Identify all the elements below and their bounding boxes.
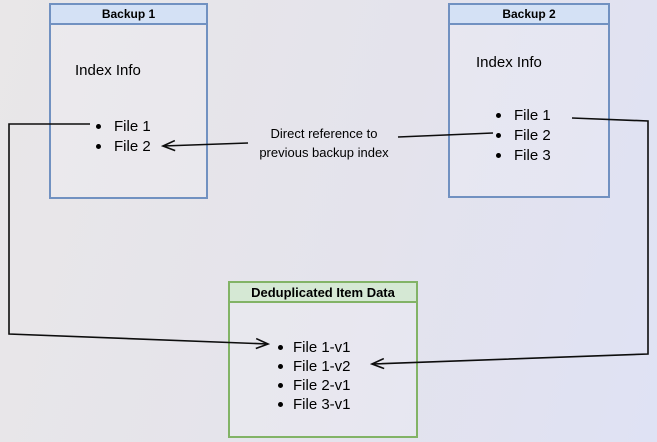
backup2-title: Backup 2 — [502, 7, 556, 21]
list-item: File 2 — [96, 136, 151, 156]
backup2-header: Backup 2 — [450, 5, 608, 25]
dedup-header: Deduplicated Item Data — [230, 283, 416, 303]
backup2-node: Backup 2 — [448, 3, 610, 198]
file-label: File 2 — [514, 126, 551, 144]
bullet-icon — [496, 132, 501, 138]
list-item: File 1 — [96, 116, 151, 136]
file-label: File 2-v1 — [293, 377, 351, 394]
edge-label-line1: Direct reference to — [270, 126, 378, 141]
bullet-icon — [96, 143, 101, 149]
list-item: File 1-v2 — [278, 357, 351, 376]
edge-label-line2: previous backup index — [259, 145, 389, 160]
file-label: File 1-v2 — [293, 358, 351, 375]
backup1-file-list: File 1 File 2 — [96, 116, 151, 156]
list-item: File 1-v1 — [278, 338, 351, 357]
file-label: File 3 — [514, 146, 551, 164]
dedup-file-list: File 1-v1 File 1-v2 File 2-v1 File 3-v1 — [278, 338, 351, 414]
file-label: File 3-v1 — [293, 396, 351, 413]
list-item: File 1 — [496, 105, 551, 125]
file-label: File 2 — [114, 137, 151, 155]
list-item: File 2 — [496, 125, 551, 145]
bullet-icon — [278, 345, 283, 350]
backup1-node: Backup 1 — [49, 3, 208, 199]
bullet-icon — [96, 123, 101, 129]
backup1-index-info-label: Index Info — [75, 62, 141, 79]
file-label: File 1 — [514, 106, 551, 124]
list-item: File 3 — [496, 145, 551, 165]
dedup-title: Deduplicated Item Data — [251, 284, 395, 300]
bullet-icon — [278, 402, 283, 407]
file-label: File 1-v1 — [293, 339, 351, 356]
bullet-icon — [278, 364, 283, 369]
backup1-title: Backup 1 — [101, 7, 156, 21]
backup2-file-list: File 1 File 2 File 3 — [496, 105, 551, 165]
file-label: File 1 — [114, 117, 151, 135]
bullet-icon — [496, 152, 501, 158]
bullet-icon — [496, 112, 501, 118]
backup2-index-info-label: Index Info — [476, 54, 542, 71]
bullet-icon — [278, 383, 283, 388]
edge-label-direct-reference: Direct reference to previous backup inde… — [229, 124, 419, 162]
backup1-header: Backup 1 — [51, 5, 206, 25]
list-item: File 2-v1 — [278, 376, 351, 395]
list-item: File 3-v1 — [278, 395, 351, 414]
